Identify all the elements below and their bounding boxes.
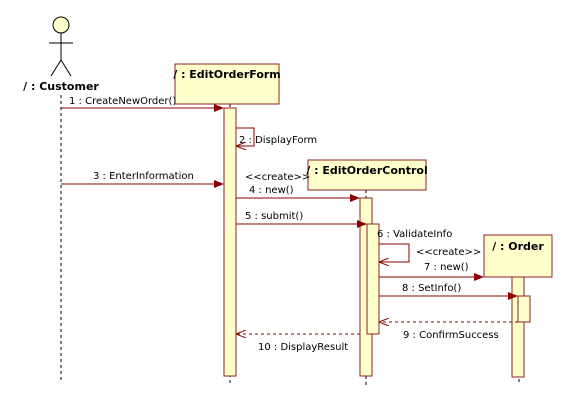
object-label: / : EditOrderControl	[306, 164, 428, 177]
actor-head	[52, 16, 70, 34]
message-9: 9 : ConfirmSuccess	[380, 322, 518, 341]
order-activation-nested	[517, 295, 531, 323]
customer-actor: / : Customer	[23, 16, 99, 93]
object-label: / : Order	[492, 240, 544, 253]
message-label: 8 : SetInfo()	[402, 283, 461, 294]
message-label: 1 : CreateNewOrder()	[69, 96, 176, 107]
object-edit-order-control: / : EditOrderControl	[306, 159, 428, 191]
object-box	[307, 159, 427, 191]
message-label: 6 : ValidateInfo	[377, 229, 452, 240]
actor-label: / : Customer	[23, 80, 99, 93]
message-10: 10 : DisplayResult	[237, 334, 360, 353]
message-label: 7 : new()	[424, 262, 469, 273]
message-arrow	[236, 127, 255, 146]
message-8: 8 : SetInfo()	[379, 283, 518, 300]
actor-leg-left	[50, 59, 62, 77]
message-3: 3 : EnterInformation	[61, 171, 224, 188]
object-edit-order-form: / : EditOrderForm	[173, 63, 281, 105]
message-label: 10 : DisplayResult	[258, 342, 348, 353]
message-5: 5 : submit()	[236, 211, 367, 228]
message-4: <<create>> 4 : new()	[236, 172, 360, 202]
control-activation-nested	[366, 223, 380, 335]
order-activation	[511, 276, 525, 378]
message-label: 5 : submit()	[245, 211, 303, 222]
object-label: / : EditOrderForm	[173, 68, 281, 81]
message-label: 2 : DisplayForm	[239, 135, 317, 146]
message-6: 6 : ValidateInfo	[377, 229, 452, 262]
message-stereotype: <<create>>	[416, 247, 481, 258]
object-order: / : Order	[483, 234, 553, 278]
actor-leg-right	[60, 59, 72, 77]
message-arrow	[379, 243, 410, 262]
message-label: 4 : new()	[249, 185, 294, 196]
message-stereotype: <<create>>	[245, 172, 310, 183]
object-box	[174, 63, 280, 105]
message-2: 2 : DisplayForm	[236, 127, 317, 146]
message-1: 1 : CreateNewOrder()	[61, 96, 224, 112]
message-label: 3 : EnterInformation	[93, 171, 194, 182]
message-7: <<create>> 7 : new()	[379, 247, 484, 281]
form-activation	[223, 107, 237, 377]
message-label: 9 : ConfirmSuccess	[403, 330, 499, 341]
